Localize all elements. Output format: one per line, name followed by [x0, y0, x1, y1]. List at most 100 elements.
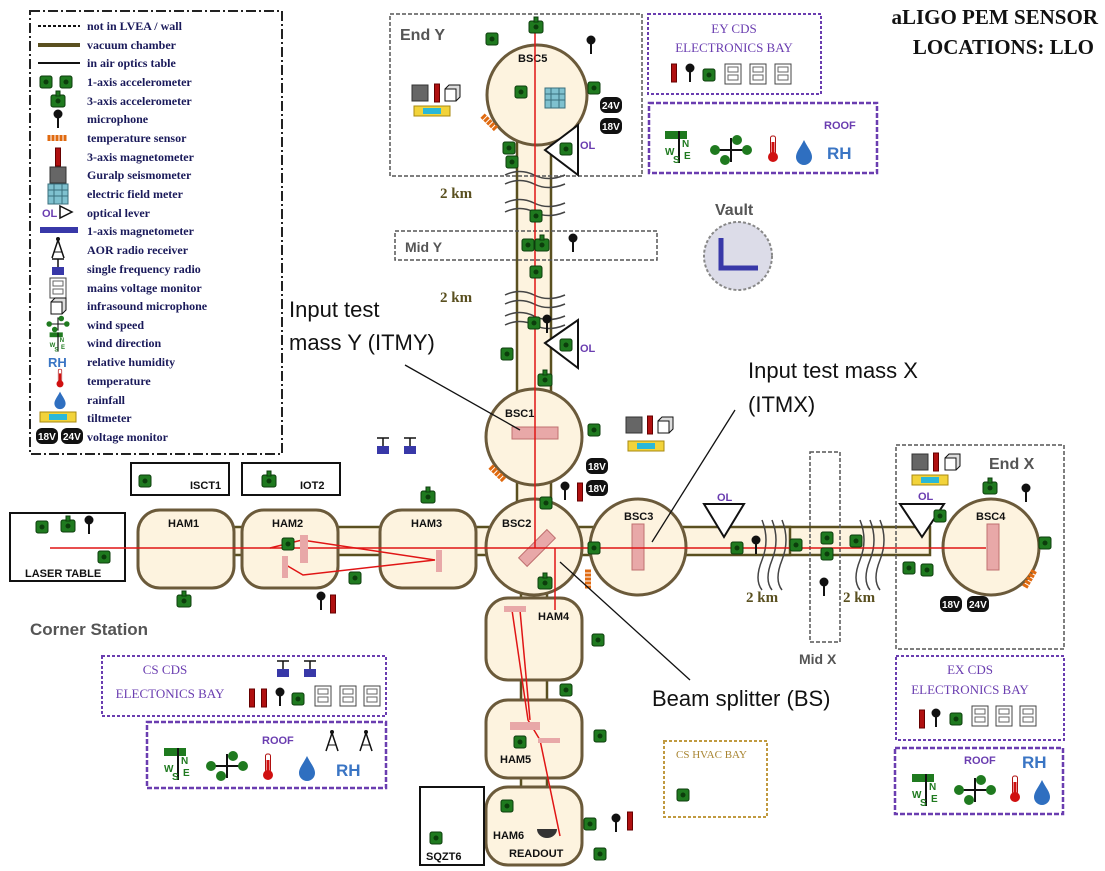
- cs-sf-radio-icon: [376, 437, 390, 455]
- legend: OL RH 18V 24V: [36, 25, 83, 444]
- bsc3-optical-lever-icon: [702, 503, 746, 539]
- endy-magnetometer-icon: [434, 83, 440, 103]
- ham2-label: HAM2: [272, 518, 303, 530]
- legend-label-sf-radio: single frequency radio: [87, 262, 201, 276]
- ham1-accel-3axis-icon: [176, 590, 192, 608]
- bsc2-mic-icon: [560, 481, 570, 500]
- bsc3-ol-accel-icon: [730, 541, 744, 555]
- iot2-table: [241, 462, 341, 496]
- cs-cds-sf-radio-icon-2: [303, 660, 317, 678]
- midy-mic-icon: [568, 233, 578, 252]
- bsc4-label: BSC4: [976, 511, 1006, 523]
- cs-seismometer-icon: [625, 416, 643, 434]
- midx-accel-icon-2: [820, 547, 834, 561]
- ham6-accel-icon-3: [500, 799, 514, 813]
- bsc4-ol-accel-icon: [933, 509, 947, 523]
- sqzt6-label: SQZT6: [426, 851, 461, 863]
- ex-cds-mains-icon: [971, 705, 989, 727]
- legend-label-voltage-monitor: voltage monitor: [87, 430, 169, 444]
- ham2-optic-2: [282, 556, 288, 578]
- bsc2-accel-icon: [539, 496, 553, 510]
- ham3-accel-3axis-icon: [420, 486, 436, 504]
- legend-label-magnetometer-1axis: 1-axis magnetometer: [87, 224, 195, 238]
- ham5-label: HAM5: [500, 754, 531, 766]
- endx-tiltmeter-icon: [911, 474, 949, 486]
- endy-tiltmeter-icon: [413, 105, 451, 117]
- legend-label-radio-receiver: AOR radio receiver: [87, 243, 189, 257]
- endx-vm-18: 18V: [942, 600, 960, 611]
- endy-vm-18: 18V: [602, 122, 620, 133]
- ex-cds-line2: ELECTRONICS BAY: [911, 682, 1029, 697]
- readout-detector-icon: [537, 829, 557, 838]
- ham5-optic: [510, 722, 540, 730]
- legend-ol-text: OL: [42, 208, 58, 220]
- bsc5-accel-icon-3: [502, 141, 516, 155]
- ham5-accel-icon-2: [513, 735, 527, 749]
- ey-rainfall-icon: [796, 140, 812, 165]
- ham1-accel-icon: [138, 474, 152, 488]
- legend-label-optical-lever: optical lever: [87, 206, 151, 220]
- laser-accel-icon-2: [97, 550, 111, 564]
- km-label-y1: 2 km: [440, 186, 473, 202]
- itmx-callout-line1: Input test mass X: [748, 358, 918, 383]
- ex-wind-direction-icon: [911, 773, 939, 810]
- cs-tiltmeter-icon: [627, 440, 665, 452]
- title-line2: LOCATIONS: LLO: [913, 35, 1094, 59]
- itmy-callout-line2: mass Y (ITMY): [289, 330, 435, 355]
- itmy-callout-line1: Input test: [289, 297, 380, 322]
- legend-label-black-line: in air optics table: [87, 56, 176, 70]
- ex-cds-magnetometer-icon: [919, 709, 925, 729]
- cs-cds-line2: ELECTONICS BAY: [116, 686, 225, 701]
- corner-station-label: Corner Station: [30, 620, 148, 639]
- endx-magnetometer-icon: [933, 452, 939, 472]
- legend-label-dashed-line: not in LVEA / wall: [87, 19, 183, 33]
- title-line1: aLIGO PEM SENSOR: [891, 5, 1098, 29]
- ex-cds-mains-icon-3: [1019, 705, 1037, 727]
- bsc1-label: BSC1: [505, 408, 534, 420]
- endx-vm-24: 24V: [969, 600, 987, 611]
- etmx-optic: [986, 523, 1000, 571]
- endy-accel-icon: [485, 32, 499, 46]
- ey-wind-speed-icon: [709, 134, 753, 166]
- endy-accel-icon-2: [505, 155, 519, 169]
- legend-voltage-monitor-icon: 18V 24V: [36, 428, 83, 444]
- legend-label-rainfall: rainfall: [87, 393, 126, 407]
- km-label-y2: 2 km: [440, 290, 473, 306]
- cs-sf-radio-icon-2: [403, 437, 417, 455]
- mid-x-label: Mid X: [799, 651, 837, 667]
- ex-cds-mains-icon-2: [995, 705, 1013, 727]
- mid-y-station: [394, 230, 658, 261]
- bsc2-magnetometer-icon-2: [330, 594, 336, 614]
- ham5-accel-icon: [559, 683, 573, 697]
- ham2-accel-icon: [281, 537, 295, 551]
- cs-roof-box: [145, 720, 388, 790]
- cs-cds-sf-radio-icon: [276, 660, 290, 678]
- bsc1-accel-icon-2: [587, 423, 601, 437]
- midx-accel-icon-3: [849, 534, 863, 548]
- cs-vm-18: 18V: [588, 462, 606, 473]
- legend-label-wind-direction: wind direction: [87, 336, 161, 350]
- legend-humidity-icon: RH: [48, 355, 67, 370]
- ey-cds-mains-icon-2: [749, 63, 767, 85]
- vault-label: Vault: [715, 202, 754, 219]
- ey-roof-box: [647, 101, 879, 175]
- bsc1-ol-accel-icon: [559, 338, 573, 352]
- ey-cds-accel-icon: [702, 68, 716, 82]
- midx-mic-icon: [819, 577, 829, 596]
- cs-temperature-icon: [262, 753, 274, 781]
- legend-label-efield-meter: electric field meter: [87, 187, 184, 201]
- y-arm-accel-icon-3: [527, 316, 541, 330]
- legend-label-microphone: microphone: [87, 112, 149, 126]
- bsc3-accel-icon: [587, 541, 601, 555]
- vault-icon: [703, 221, 773, 291]
- bsc4-optical-lever-icon: [898, 503, 946, 539]
- ham3-optic: [436, 550, 442, 572]
- endy-infrasound-icon: [444, 84, 461, 102]
- arm-breaks: [504, 170, 885, 591]
- ey-cds-line1: EY CDS: [711, 21, 756, 36]
- cs-cds-mains-icon: [314, 685, 332, 707]
- legend-label-temperature: temperature: [87, 374, 151, 388]
- iot2-label: IOT2: [300, 480, 324, 492]
- legend-magnetometer-3axis-icon: [55, 147, 61, 167]
